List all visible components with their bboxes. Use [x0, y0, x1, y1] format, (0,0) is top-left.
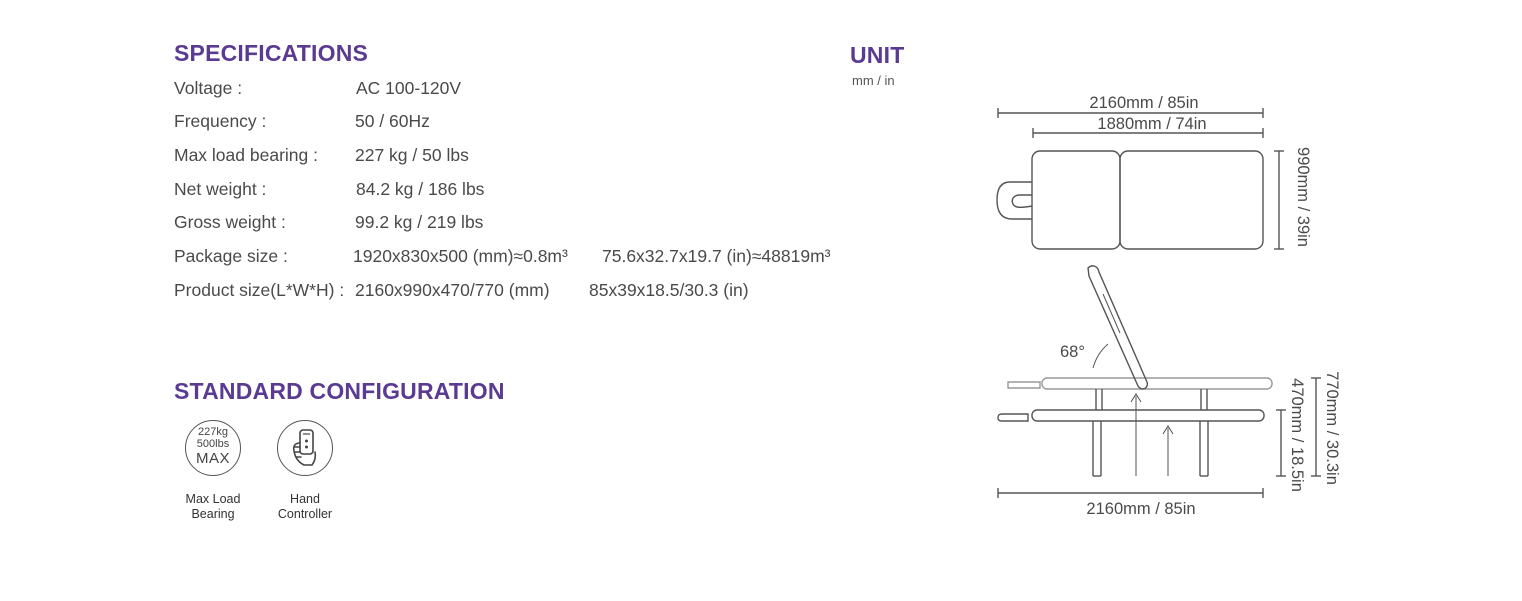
side-height-low-label: 470mm / 18.5in	[1288, 378, 1306, 492]
raised-headrest	[1007, 381, 1041, 389]
badge-lbs: 500lbs	[196, 438, 230, 450]
side-view	[997, 265, 1321, 498]
spec-value: 84.2 kg / 186 lbs	[356, 179, 485, 199]
spec-value: 99.2 kg / 219 lbs	[355, 212, 484, 232]
config-max-load: 227kg 500lbs MAX Max Load Bearing	[173, 420, 253, 522]
badge-max: MAX	[195, 450, 230, 467]
hand-controller-icon	[277, 420, 333, 476]
caption-line: Bearing	[191, 507, 235, 521]
standard-configuration-title: STANDARD CONFIGURATION	[174, 378, 505, 404]
spec-label: Voltage :	[174, 78, 243, 98]
face-cradle	[996, 181, 1032, 220]
lift-arrow-head	[1162, 425, 1174, 435]
caption-line: Hand	[290, 492, 320, 506]
lift-arrow-head	[1130, 393, 1142, 403]
top-width-label: 990mm / 39in	[1294, 147, 1312, 247]
top-view	[996, 108, 1284, 250]
spec-value: AC 100-120V	[356, 78, 462, 98]
config-caption: Max Load Bearing	[173, 492, 253, 522]
angle-arc	[1092, 343, 1109, 369]
spec-label: Product size(L*W*H) :	[174, 280, 345, 300]
spec-label: Net weight :	[174, 179, 267, 199]
max-load-badge: 227kg 500lbs MAX	[186, 426, 240, 467]
spec-label: Frequency :	[174, 111, 267, 131]
face-cradle-hole	[1011, 194, 1033, 209]
body-section	[1119, 150, 1264, 250]
spec-label: Package size :	[174, 246, 288, 266]
raised-top	[1041, 377, 1273, 390]
specifications-title: SPECIFICATIONS	[174, 40, 369, 66]
side-height-high-label: 770mm / 30.3in	[1323, 371, 1341, 485]
spec-value: 227 kg / 50 lbs	[355, 145, 469, 165]
max-load-icon: 227kg 500lbs MAX	[185, 420, 241, 476]
lowered-top	[1031, 409, 1265, 422]
top-total-length-label: 2160mm / 85in	[1089, 94, 1198, 112]
badge-kg: 227kg	[198, 426, 228, 438]
head-section	[1031, 150, 1121, 250]
unit-subtitle: mm / in	[852, 73, 895, 88]
side-length-label: 2160mm / 85in	[1086, 500, 1195, 518]
spec-value: 1920x830x500 (mm)≈0.8m³	[353, 246, 568, 266]
caption-line: Max Load	[185, 492, 241, 506]
hand-controller-glyph	[292, 429, 317, 466]
raised-backrest	[1087, 265, 1149, 390]
spec-label: Gross weight :	[174, 212, 286, 232]
config-hand-controller: Hand Controller	[265, 420, 345, 522]
caption-line: Controller	[277, 507, 333, 521]
spec-value: 2160x990x470/770 (mm)	[355, 280, 550, 300]
backrest-detail	[1102, 293, 1121, 334]
spec-label: Max load bearing :	[174, 145, 318, 165]
unit-title: UNIT	[850, 42, 905, 68]
backrest-angle-label: 68°	[1060, 343, 1085, 361]
spec-value-imperial: 75.6x32.7x19.7 (in)≈48819m³	[602, 246, 831, 266]
spec-value: 50 / 60Hz	[355, 111, 430, 131]
spec-value-imperial: 85x39x18.5/30.3 (in)	[589, 280, 749, 300]
lowered-headrest	[997, 413, 1029, 422]
config-caption: Hand Controller	[265, 492, 345, 522]
top-body-length-label: 1880mm / 74in	[1097, 115, 1206, 133]
